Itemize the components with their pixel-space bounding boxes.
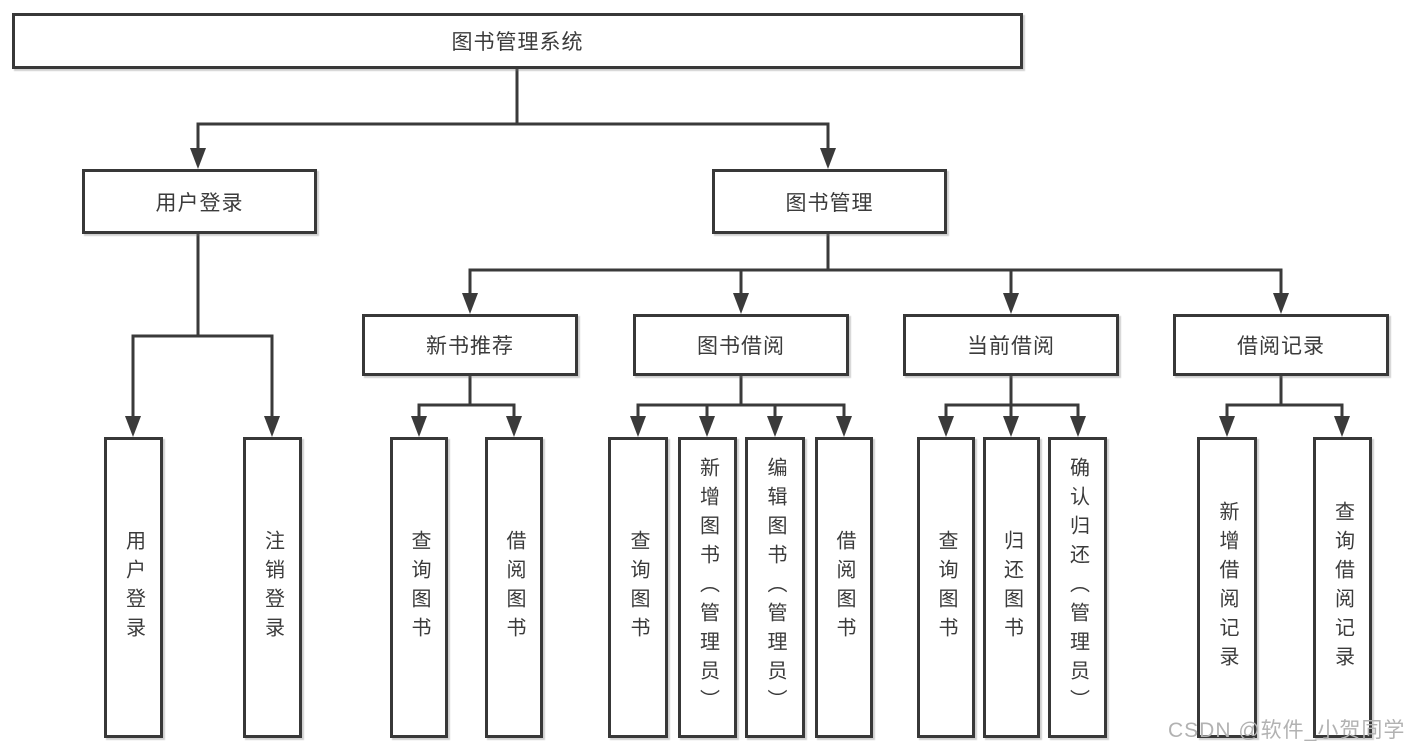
node-label: 图书借阅 (697, 335, 785, 358)
node-book-management: 图书管理 (712, 169, 947, 234)
node-borrow-records: 借阅记录 (1173, 314, 1389, 376)
node-label: 借阅记录 (1237, 335, 1325, 358)
leaf-add-books-admin: 新增图书（管理员） (678, 437, 737, 738)
node-root-label: 图书管理系统 (451, 31, 584, 54)
node-root: 图书管理系统 (12, 13, 1023, 69)
leaf-label: 新增借阅记录 (1216, 500, 1238, 675)
leaf-borrow-books-2: 借阅图书 (815, 437, 873, 738)
leaf-label: 查询图书 (408, 529, 430, 646)
leaf-label: 注销登录 (261, 529, 284, 646)
leaf-query-books-1: 查询图书 (390, 437, 448, 738)
leaf-confirm-return-admin: 确认归还（管理员） (1048, 437, 1107, 738)
leaf-borrow-books-1: 借阅图书 (485, 437, 543, 738)
leaf-label: 查询图书 (935, 529, 957, 646)
node-label: 新书推荐 (426, 335, 514, 358)
leaf-label: 查询图书 (627, 529, 649, 646)
node-user-login: 用户登录 (82, 169, 317, 234)
node-label: 图书管理 (785, 191, 874, 215)
leaf-label: 编辑图书（管理员） (764, 457, 786, 718)
leaf-label: 借阅图书 (833, 529, 855, 646)
leaf-query-borrow-record: 查询借阅记录 (1313, 437, 1372, 738)
leaf-query-books-3: 查询图书 (917, 437, 975, 738)
node-label: 用户登录 (155, 191, 244, 215)
csdn-watermark: CSDN @软件_小贺同学 (1168, 719, 1405, 742)
leaf-label: 确认归还（管理员） (1066, 457, 1089, 718)
leaf-label: 归还图书 (1000, 529, 1023, 646)
node-current-borrow: 当前借阅 (903, 314, 1119, 376)
node-label: 当前借阅 (967, 335, 1055, 358)
leaf-logout: 注销登录 (243, 437, 302, 738)
leaf-label: 新增图书（管理员） (696, 457, 719, 718)
leaf-label: 查询借阅记录 (1331, 500, 1354, 675)
leaf-edit-books-admin: 编辑图书（管理员） (745, 437, 805, 738)
leaf-label: 用户登录 (122, 529, 145, 646)
leaf-user-login: 用户登录 (104, 437, 163, 738)
node-book-borrow: 图书借阅 (633, 314, 849, 376)
leaf-query-books-2: 查询图书 (608, 437, 668, 738)
node-new-book-recommend: 新书推荐 (362, 314, 578, 376)
leaf-return-books: 归还图书 (983, 437, 1040, 738)
leaf-add-borrow-record: 新增借阅记录 (1197, 437, 1257, 738)
leaf-label: 借阅图书 (503, 529, 525, 646)
